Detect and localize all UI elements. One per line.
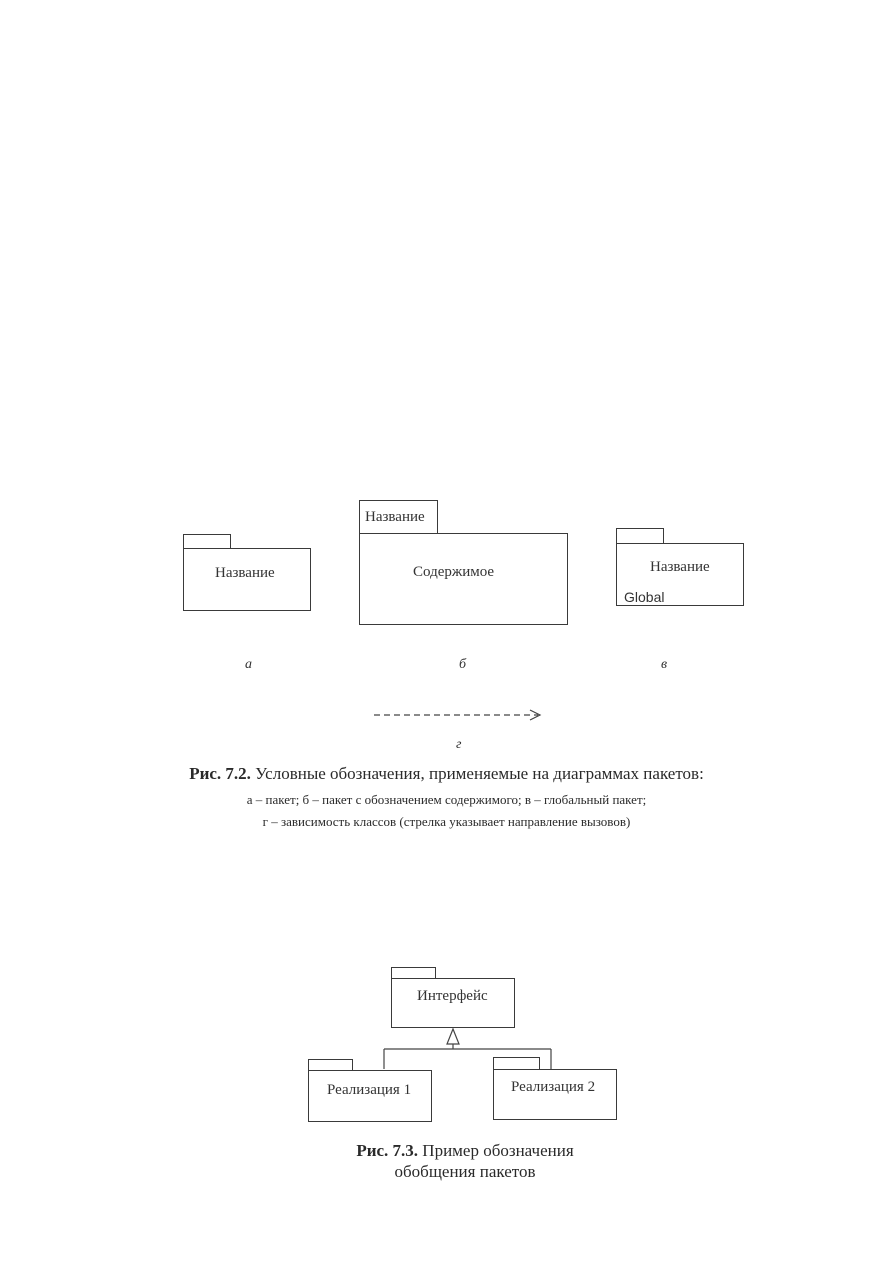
package-b-content: Содержимое bbox=[413, 564, 495, 580]
generalization-connectors bbox=[383, 1027, 552, 1069]
label-a: а bbox=[245, 657, 252, 672]
label-b: б bbox=[459, 657, 467, 672]
package-implementation-1-name: Реализация 1 bbox=[327, 1082, 412, 1098]
figure-7-3-number: Рис. 7.3. bbox=[356, 1141, 419, 1160]
package-c-body bbox=[616, 543, 744, 606]
figure-7-2-caption-line2: а – пакет; б – пакет с обозначением соде… bbox=[246, 792, 647, 807]
dependency-arrow bbox=[374, 709, 542, 721]
figure-7-2-title: Условные обозначения, применяемые на диа… bbox=[255, 764, 704, 783]
figure-7-3-caption: Рис. 7.3. Пример обозначения bbox=[300, 1141, 630, 1161]
package-c-name: Название bbox=[650, 559, 710, 575]
package-c-scope: Global bbox=[624, 589, 665, 605]
package-implementation-1-body bbox=[308, 1070, 432, 1122]
figure-7-3-caption-line1: Пример обозначения bbox=[422, 1141, 574, 1160]
package-c-tab bbox=[616, 528, 664, 544]
label-d: г bbox=[456, 737, 462, 752]
package-b-tab-name: Название bbox=[365, 509, 425, 525]
package-implementation-2-tab bbox=[493, 1057, 540, 1070]
figure-7-3-caption-line2: обобщения пакетов bbox=[394, 1162, 536, 1181]
package-b-tab bbox=[359, 500, 438, 535]
package-implementation-1-tab bbox=[308, 1059, 353, 1071]
package-a-body bbox=[183, 548, 311, 611]
package-interface-name: Интерфейс bbox=[417, 988, 488, 1004]
package-a-name: Название bbox=[215, 565, 275, 581]
package-a-tab bbox=[183, 534, 231, 549]
figure-7-2-number: Рис. 7.2. bbox=[189, 764, 251, 783]
figure-7-2-caption-line3: г – зависимость классов (стрелка указыва… bbox=[262, 814, 631, 829]
package-implementation-2-body bbox=[493, 1069, 617, 1120]
package-interface-tab bbox=[391, 967, 436, 979]
figure-7-2-caption: Рис. 7.2. Условные обозначения, применяе… bbox=[120, 764, 773, 784]
label-c: в bbox=[661, 657, 668, 672]
package-implementation-2-name: Реализация 2 bbox=[511, 1079, 596, 1095]
package-interface-body bbox=[391, 978, 515, 1028]
package-b-body bbox=[359, 533, 568, 625]
